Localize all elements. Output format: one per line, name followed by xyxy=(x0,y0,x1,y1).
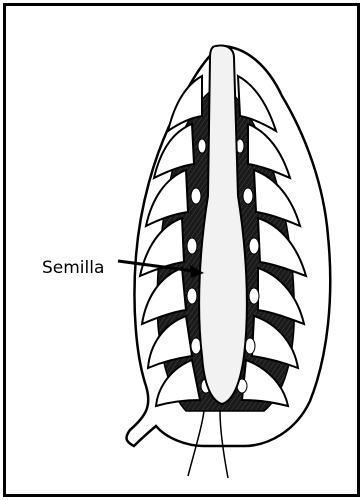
seed-label: Semilla xyxy=(42,260,104,277)
pine-cone-section-illustration xyxy=(6,6,357,494)
diagram-frame: Semilla xyxy=(3,3,360,497)
